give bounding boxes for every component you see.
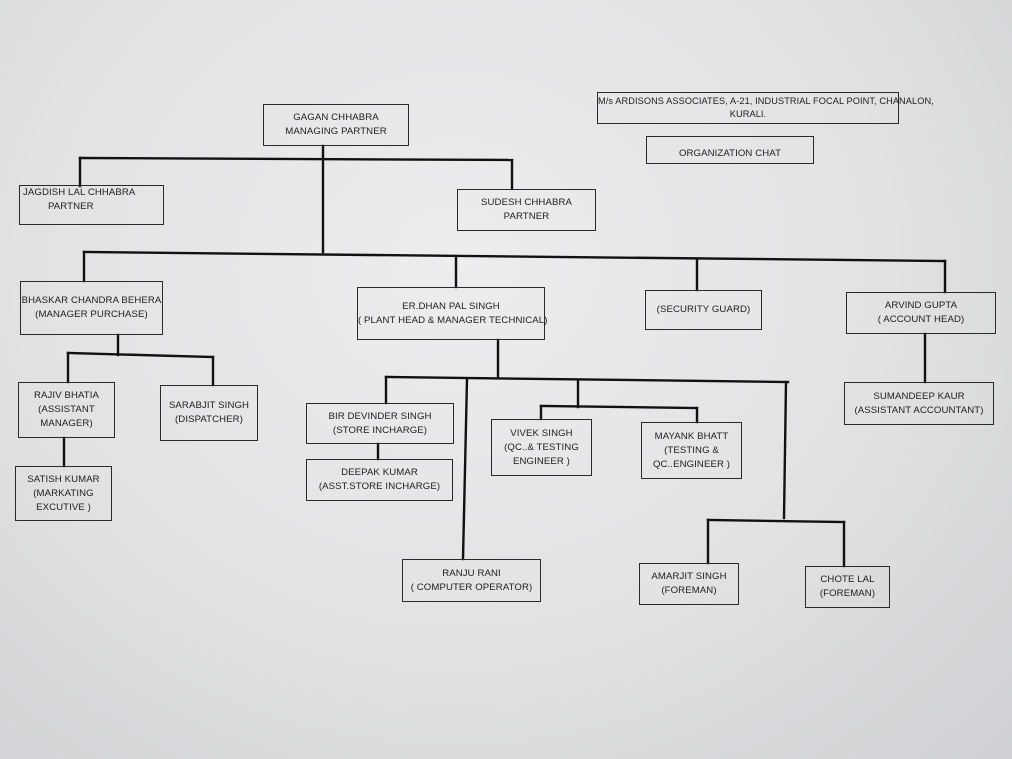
node-mayank-bhatt: MAYANK BHATT (TESTING & QC..ENGINEER )	[641, 422, 742, 479]
connector-departments-bar	[82, 250, 947, 263]
node-role: PARTNER	[48, 201, 94, 212]
node-role: (QC..& TESTING	[504, 441, 579, 453]
node-bhaskar-chandra-behera: BHASKAR CHANDRA BEHERA (MANAGER PURCHASE…	[20, 281, 163, 335]
company-address-box: M/s ARDISONS ASSOCIATES, A-21, INDUSTRIA…	[597, 92, 934, 124]
node-role: ( COMPUTER OPERATOR)	[410, 581, 533, 593]
company-address-line1: M/s ARDISONS ASSOCIATES, A-21, INDUSTRIA…	[598, 96, 934, 106]
node-name: RAJIV BHATIA	[34, 390, 99, 401]
node-name: GAGAN CHHABRA	[293, 112, 379, 123]
node-name: VIVEK SINGH	[510, 427, 573, 439]
node-name: ARVIND GUPTA	[884, 300, 958, 311]
node-name: BIR DEVINDER SINGH	[328, 410, 432, 422]
node-role: (FOREMAN)	[819, 588, 876, 599]
node-security-guard: (SECURITY GUARD)	[645, 290, 762, 330]
node-role: PARTNER	[503, 211, 550, 222]
node-role: EXCUTIVE )	[36, 501, 91, 513]
node-bir-devinder-singh: BIR DEVINDER SINGH (STORE INCHARGE)	[306, 403, 454, 444]
connector-partners-bar	[78, 156, 514, 162]
node-name: CHOTE LAL	[820, 574, 875, 585]
node-vivek-singh: VIVEK SINGH (QC..& TESTING ENGINEER )	[491, 419, 592, 476]
node-role: MANAGING PARTNER	[285, 126, 387, 137]
node-dhan-pal-singh: ER.DHAN PAL SINGH ( PLANT HEAD & MANAGER…	[357, 287, 548, 340]
node-sarabjit-singh: SARABJIT SINGH (DISPATCHER)	[160, 385, 258, 441]
node-name: SUMANDEEP KAUR	[873, 390, 965, 402]
node-deepak-kumar: DEEPAK KUMAR (ASST.STORE INCHARGE)	[306, 459, 453, 501]
node-name: RANJU RANI	[442, 567, 501, 579]
node-role: (TESTING &	[664, 444, 719, 456]
node-rajiv-bhatia: RAJIV BHATIA (ASSISTANT MANAGER)	[18, 382, 115, 438]
connector-ranju-drop	[461, 377, 469, 561]
connector-foreman-bar	[706, 518, 846, 524]
node-name: SATISH KUMAR	[27, 473, 100, 485]
chart-title-box: ORGANIZATION CHAT	[646, 136, 814, 164]
node-satish-kumar: SATISH KUMAR (MARKATING EXCUTIVE )	[15, 466, 112, 521]
node-role: MANAGER)	[40, 418, 93, 429]
node-sudesh-chhabra: SUDESH CHHABRA PARTNER	[457, 189, 596, 231]
node-role: ENGINEER )	[513, 455, 570, 467]
node-name: BHASKAR CHANDRA BEHERA	[21, 295, 162, 306]
connector-technical-bar	[384, 375, 790, 384]
node-ranju-rani: RANJU RANI ( COMPUTER OPERATOR)	[402, 559, 541, 602]
node-role: ( ACCOUNT HEAD)	[877, 314, 965, 325]
node-amarjit-singh: AMARJIT SINGH (FOREMAN)	[639, 563, 739, 605]
node-role: ( PLANT HEAD & MANAGER TECHNICAL)	[358, 314, 548, 326]
connector-purchase-bar	[66, 351, 215, 359]
node-sumandeep-kaur: SUMANDEEP KAUR (ASSISTANT ACCOUNTANT)	[844, 382, 994, 425]
node-jagdish-lal-chhabra: JAGDISH LAL CHHABRA PARTNER	[19, 185, 164, 225]
node-name: (SECURITY GUARD)	[656, 304, 751, 315]
node-role: (ASSISTANT ACCOUNTANT)	[854, 404, 984, 416]
node-role: (MARKATING	[33, 487, 94, 499]
node-name: AMARJIT SINGH	[651, 571, 727, 582]
node-role: (ASSISTANT	[38, 404, 95, 415]
chart-title: ORGANIZATION CHAT	[678, 148, 782, 159]
node-name: SARABJIT SINGH	[168, 400, 250, 411]
company-address-line2: KURALI.	[729, 109, 767, 119]
node-name: SUDESH CHHABRA	[481, 197, 572, 208]
node-name: ER.DHAN PAL SINGH	[402, 300, 500, 312]
node-chote-lal: CHOTE LAL (FOREMAN)	[805, 566, 890, 608]
node-gagan-chhabra: GAGAN CHHABRA MANAGING PARTNER	[263, 104, 409, 146]
node-role: (FOREMAN)	[661, 585, 717, 596]
connector-qc-bar	[539, 404, 699, 410]
node-role: (MANAGER PURCHASE)	[35, 309, 148, 320]
node-role: (STORE INCHARGE)	[332, 424, 428, 436]
node-role: QC..ENGINEER )	[652, 458, 731, 470]
node-name: MAYANK BHATT	[654, 430, 729, 442]
connector-foreman-drop	[782, 380, 788, 520]
node-name: JAGDISH LAL CHHABRA	[23, 187, 136, 198]
node-name: DEEPAK KUMAR	[341, 467, 418, 478]
node-role: (DISPATCHER)	[175, 414, 243, 425]
node-role: (ASST.STORE INCHARGE)	[318, 481, 441, 492]
node-arvind-gupta: ARVIND GUPTA ( ACCOUNT HEAD)	[846, 292, 996, 334]
